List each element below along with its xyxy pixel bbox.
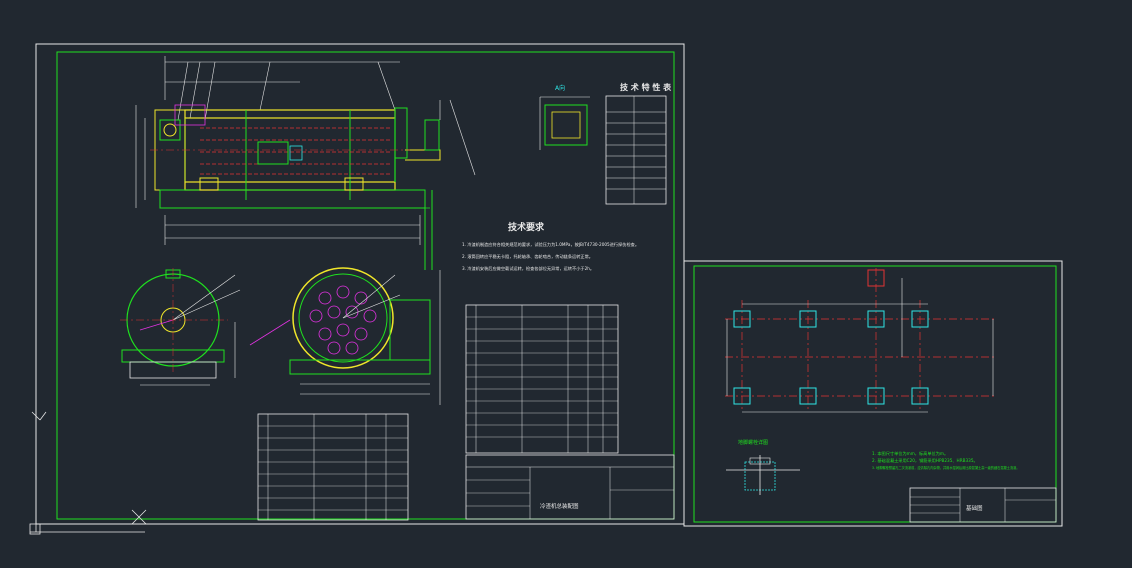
- tech-req-1: 1. 冷渣机制造应符合相关规范的要求，试验压力为1.0MPa，按JB/T4730…: [462, 241, 639, 248]
- view-a-label: A向: [555, 84, 565, 92]
- cross-section-view: [249, 267, 441, 405]
- foundation-note-2: 2. 基础混凝土采用C20，钢筋采用HPB235、HRB335。: [872, 457, 978, 464]
- side-elevation-view: [135, 56, 476, 270]
- sheet-1-assembly-drawing: A向 技 术 特 性 表 技术要求 1. 冷渣机制造应符合相关规范的要求，试验压…: [35, 43, 685, 525]
- technical-parameter-table: 技 术 特 性 表: [605, 82, 672, 205]
- title-block-sheet-2: 基础图: [909, 487, 1057, 523]
- tech-params-title: 技 术 特 性 表: [620, 82, 672, 92]
- detail-label: 地脚螺栓详图: [738, 439, 768, 446]
- title-block-sheet-1: 冷渣机总装配图: [465, 454, 675, 520]
- technical-requirements: 技术要求 1. 冷渣机制造应符合相关规范的要求，试验压力为1.0MPa，按JB/…: [462, 221, 639, 272]
- title-block-name: 冷渣机总装配图: [540, 502, 579, 510]
- end-view-left: [120, 268, 241, 386]
- parts-list-upper: [465, 304, 619, 454]
- parts-list-lower: [257, 413, 409, 521]
- tech-req-2: 2. 滚筒回转应平稳无卡阻，托轮轴承、齿轮啮合，传动链条运转正常。: [462, 253, 593, 260]
- foundation-note-1: 1. 本图尺寸单位为mm，标高单位为m。: [872, 450, 948, 457]
- ucs-icon: [29, 411, 147, 535]
- foundation-note-3: 3. 地脚螺栓预留孔二次浇灌前，应清除孔内杂物，并用水湿润后用比原混凝土高一级的…: [872, 465, 1020, 470]
- sheet-2-foundation-drawing: 地脚螺栓详图 1. 本图尺寸单位为mm，标高单位为m。 2. 基础混凝土采用C2…: [683, 260, 1063, 527]
- view-a-detail: A向: [539, 84, 590, 150]
- tech-req-3: 3. 冷渣机安装后应做空载试运转，检查各部位无异常，运转不小于2h。: [462, 265, 594, 272]
- tech-req-title: 技术要求: [508, 221, 545, 233]
- anchor-pads: [733, 269, 929, 405]
- anchor-bolt-detail: 地脚螺栓详图: [726, 439, 800, 495]
- foundation-plan: [725, 268, 995, 413]
- foundation-notes: 1. 本图尺寸单位为mm，标高单位为m。 2. 基础混凝土采用C20，钢筋采用H…: [872, 450, 1020, 470]
- title-block-name-2: 基础图: [966, 504, 983, 512]
